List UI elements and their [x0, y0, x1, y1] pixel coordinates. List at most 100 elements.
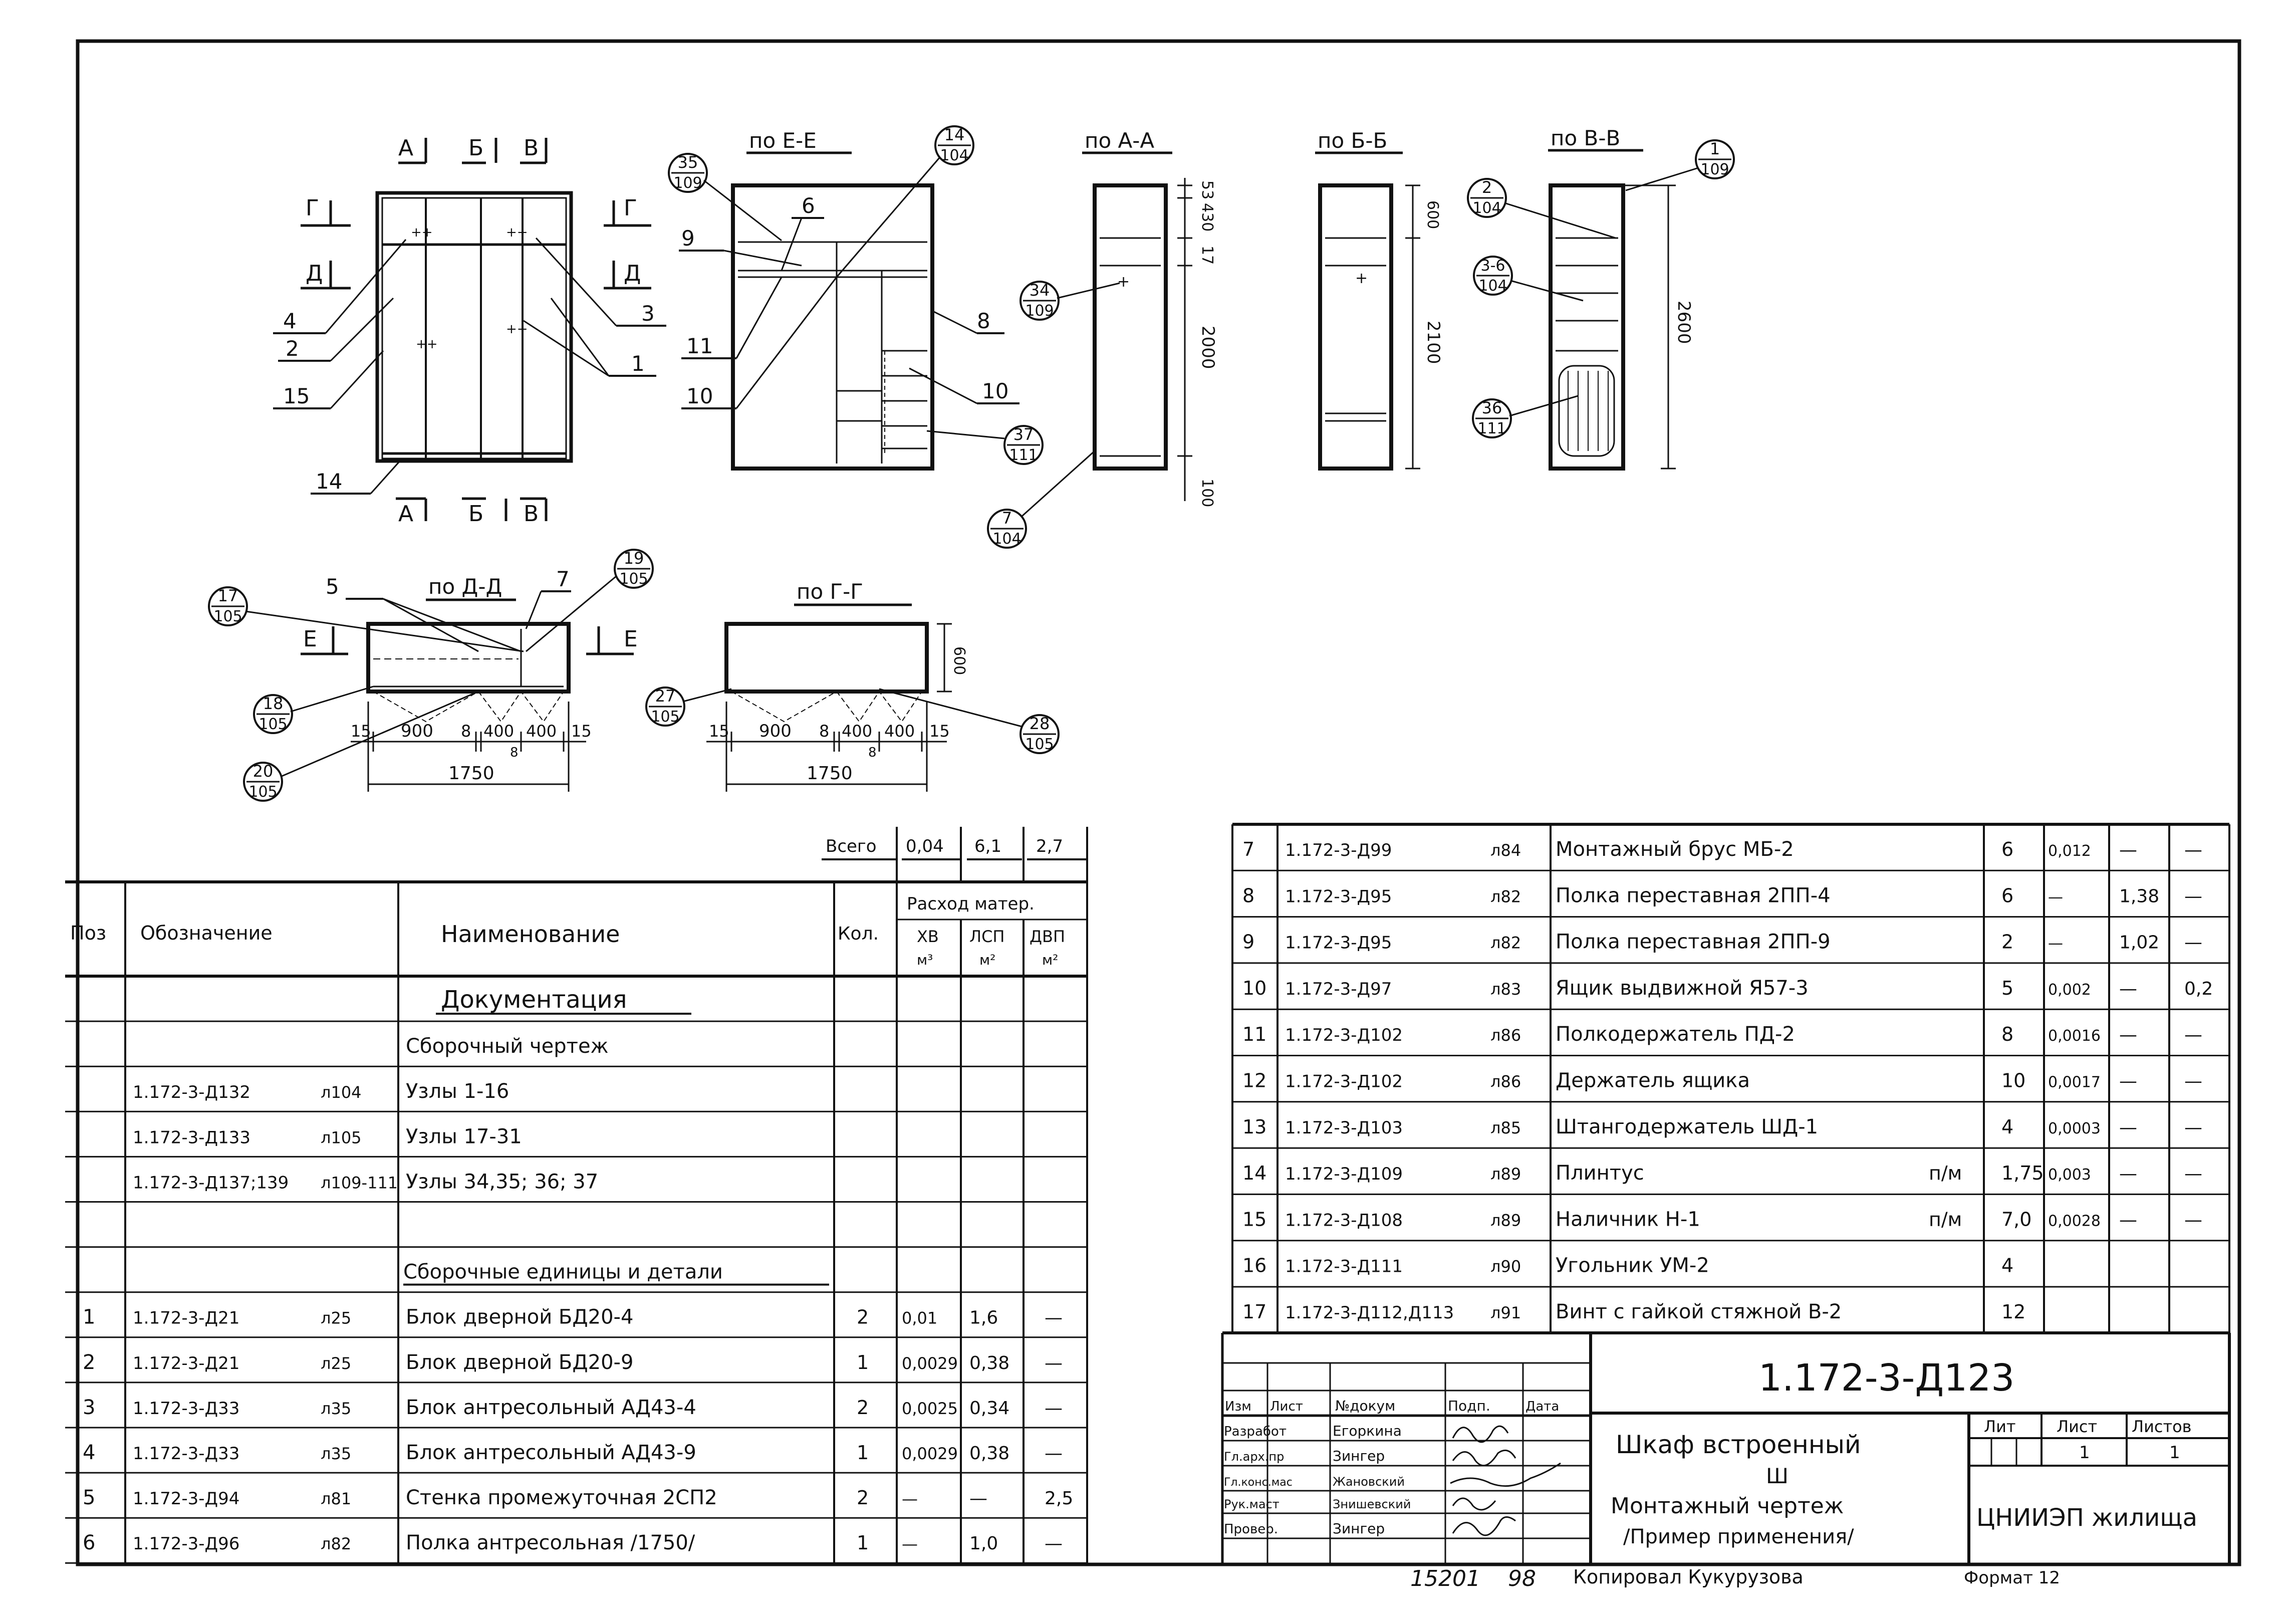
title-line-1: Шкаф встроенный [1616, 1430, 1861, 1459]
row-dvp: — [1045, 1533, 1063, 1554]
callout-7-den: 104 [992, 530, 1021, 548]
row-sheet-ref: л84 [1490, 841, 1521, 860]
callout-17-den: 105 [213, 608, 242, 625]
label-pos-15: 15 [283, 384, 310, 408]
hdr-consumption: Расход матер. [907, 894, 1035, 914]
svg-text:+: + [1117, 273, 1130, 291]
row-name: Сборочные единицы и детали [403, 1261, 723, 1284]
row-sheet-ref: л85 [1490, 1118, 1521, 1137]
dim-gg-15a: 15 [709, 722, 729, 741]
row-lsp: 1,6 [969, 1308, 998, 1328]
row-name: Полка антресольная /1750/ [406, 1531, 695, 1554]
dim-gg-900: 900 [759, 721, 792, 741]
tb-r4-role: Рук.маст [1224, 1497, 1280, 1511]
inventory-number: 15201 [1410, 1566, 1480, 1591]
row-qty: 7,0 [2001, 1208, 2031, 1230]
section-dd-title: по Д-Д [428, 574, 502, 599]
row-pos: 8 [1242, 884, 1254, 906]
dim-dd-900: 900 [401, 721, 433, 741]
row-lsp: — [2119, 1071, 2137, 1092]
title-block: Изм Лист №докум Подп. Дата Разработ Егор… [1221, 1331, 2231, 1563]
row-lsp: 0,34 [969, 1398, 1009, 1419]
callout-28-den: 105 [1025, 736, 1054, 753]
hdr-designation: Обозначение [140, 922, 273, 944]
tb-h-lit: Лит [1984, 1417, 2016, 1436]
row-dvp: — [1045, 1308, 1063, 1328]
row-name: Держатель ящика [1556, 1069, 1750, 1092]
total-lsp: 6,1 [974, 836, 1001, 856]
row-sheet-ref: л82 [1490, 934, 1521, 953]
row-name: Сборочный чертеж [406, 1035, 609, 1058]
row-designation: 1.172-3-Д97 [1285, 979, 1392, 999]
row-sheet-ref: л83 [1490, 980, 1521, 999]
hdr-lsp-unit: м² [979, 952, 995, 968]
row-sheet-ref: л104 [321, 1083, 362, 1102]
row-qty: 8 [2001, 1023, 2013, 1045]
row-lsp: — [2119, 1210, 2137, 1230]
dim-aa-2000: 2000 [1198, 326, 1218, 369]
row-sheet-ref: л35 [321, 1399, 351, 1418]
callout-34-num: 34 [1030, 281, 1050, 300]
row-name: Винт с гайкой стяжной В-2 [1556, 1300, 1842, 1323]
callout-19-den: 105 [619, 570, 648, 588]
tb-r2-name: Зингер [1333, 1448, 1385, 1464]
hdr-lsp: ЛСП [969, 927, 1004, 946]
row-dvp: — [2184, 886, 2202, 906]
row-xv: 0,002 [2048, 981, 2091, 999]
row-qty: 2 [857, 1487, 869, 1509]
row-pos: 5 [83, 1486, 95, 1509]
tb-h-ndok: №докум [1335, 1398, 1395, 1414]
callout-37-num: 37 [1013, 425, 1034, 444]
row-designation: 1.172-3-Д33 [133, 1444, 239, 1464]
row-qty: 12 [2001, 1301, 2025, 1323]
title-line-3: Монтажный чертеж [1611, 1493, 1844, 1519]
row-pos: 17 [1242, 1301, 1266, 1323]
row-dvp: — [2184, 1117, 2202, 1138]
row-lsp: — [2119, 979, 2137, 999]
row-sheet-ref: л82 [1490, 887, 1521, 906]
row-designation: 1.172-3-Д95 [1285, 933, 1392, 953]
label-pos-2: 2 [286, 336, 299, 361]
row-designation: 1.172-3-Д94 [133, 1489, 239, 1509]
row-pos: 12 [1242, 1070, 1266, 1092]
row-qty: 4 [2001, 1116, 2013, 1138]
callout-3-6-den: 104 [1478, 277, 1507, 295]
section-gg-title: по Г-Г [797, 579, 863, 604]
title-line-2: Ш [1766, 1464, 1789, 1488]
row-pos: 13 [1242, 1116, 1266, 1138]
organization: ЦНИИЭП жилища [1976, 1504, 2197, 1532]
row-qty: 6 [2001, 884, 2013, 906]
tb-r3-name: Жановский [1333, 1475, 1405, 1489]
row-dvp: 0,2 [2184, 979, 2213, 999]
total-xv: 0,04 [906, 836, 944, 856]
total-label: Всего [826, 836, 877, 856]
row-xv: 0,0029 [902, 1444, 958, 1463]
tb-r3-role: Гл.конс.мас [1224, 1476, 1293, 1489]
tb-h-izm: Изм [1225, 1399, 1251, 1414]
row-name: Блок антресольный АД43-4 [406, 1396, 696, 1419]
hdr-pos: Поз [70, 922, 106, 944]
row-sheet-ref: л91 [1490, 1303, 1521, 1322]
row-name: Документация [441, 986, 627, 1014]
row-qty: 2 [2001, 931, 2013, 953]
sheet-format: Формат 12 [1964, 1568, 2060, 1588]
row-designation: 1.172-3-Д33 [133, 1399, 239, 1419]
dim-gg-1750: 1750 [807, 763, 853, 784]
spec-row: Сборочные единицы и детали [65, 1261, 1087, 1293]
dim-dd-400b: 400 [526, 722, 557, 741]
row-qty: 1,75 [2001, 1162, 2044, 1184]
row-name: Полка переставная 2ПП-9 [1556, 931, 1831, 954]
row-sheet-ref: л86 [1490, 1072, 1521, 1091]
callout-19-num: 19 [624, 549, 644, 568]
section-bb: по Б-Б + 600 2100 [1315, 128, 1443, 471]
row-name: Штангодержатель ШД-1 [1556, 1115, 1818, 1138]
svg-text:++: ++ [506, 322, 528, 337]
row-pos: 9 [1242, 931, 1254, 953]
